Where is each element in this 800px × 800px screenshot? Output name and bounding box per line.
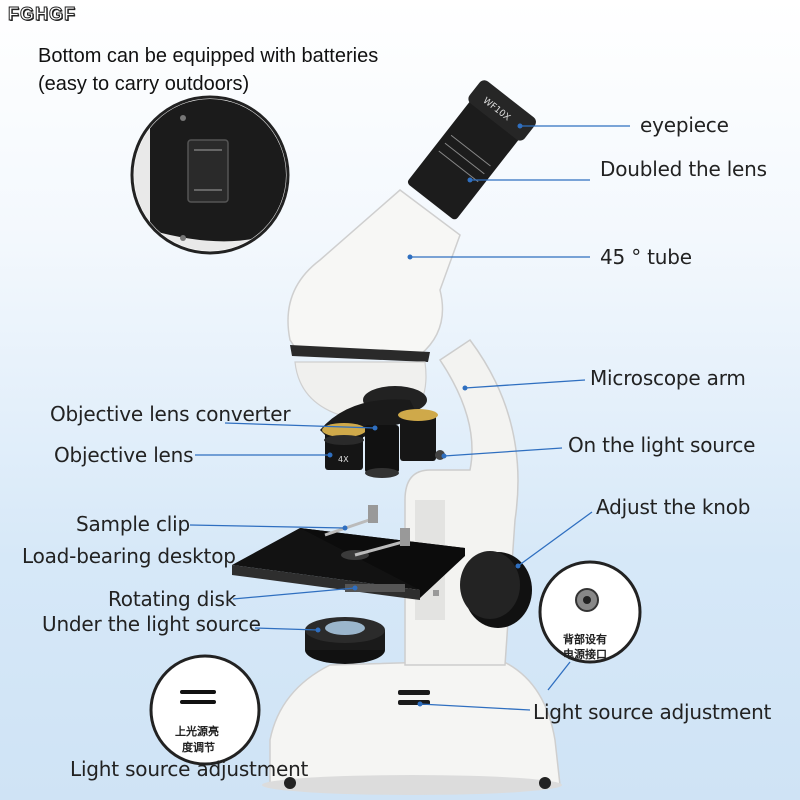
power-port-inset: 背部设有 电源接口: [538, 560, 642, 664]
battery-compartment-inset: [130, 95, 290, 255]
power-port-text-1: 背部设有: [563, 632, 607, 646]
label-light-source-on: On the light source: [568, 433, 756, 457]
microscope-head: [287, 189, 461, 421]
upper-light-text-1: 上光源亮: [175, 724, 219, 738]
upper-light-adjust-inset: 上光源亮 度调节: [149, 654, 261, 766]
label-load-bearing-desktop: Load-bearing desktop: [22, 544, 236, 568]
label-light-adjust-left: Light source adjustment: [70, 757, 309, 781]
leader-lines: [189, 123, 630, 711]
label-rotating-disk: Rotating disk: [108, 587, 237, 611]
upper-light-text-2: 度调节: [182, 740, 215, 754]
label-objective-converter: Objective lens converter: [50, 402, 291, 426]
brand-logo: FGHGF: [8, 4, 76, 25]
objective-engraving: 4X: [338, 455, 349, 464]
label-doubled-lens: Doubled the lens: [600, 157, 767, 181]
power-port-text-2: 电源接口: [563, 647, 607, 661]
eyepiece-tube: WF10X: [407, 80, 536, 220]
label-eyepiece: eyepiece: [640, 113, 729, 137]
label-adjust-knob: Adjust the knob: [596, 495, 751, 519]
label-sample-clip: Sample clip: [76, 512, 190, 536]
battery-note: Bottom can be equipped with batteries (e…: [38, 45, 379, 95]
under-light-source: [305, 617, 385, 664]
objective-lenses: 4X: [322, 409, 445, 478]
rotating-disk: [345, 584, 405, 592]
adjust-knob: [460, 551, 532, 628]
label-microscope-arm: Microscope arm: [590, 366, 746, 390]
label-under-light-source: Under the light source: [42, 612, 261, 636]
label-light-adjust-right: Light source adjustment: [533, 700, 772, 724]
label-45-tube: 45 ° tube: [600, 245, 692, 269]
label-objective-lens: Objective lens: [54, 443, 194, 467]
sample-clips: [324, 505, 411, 557]
